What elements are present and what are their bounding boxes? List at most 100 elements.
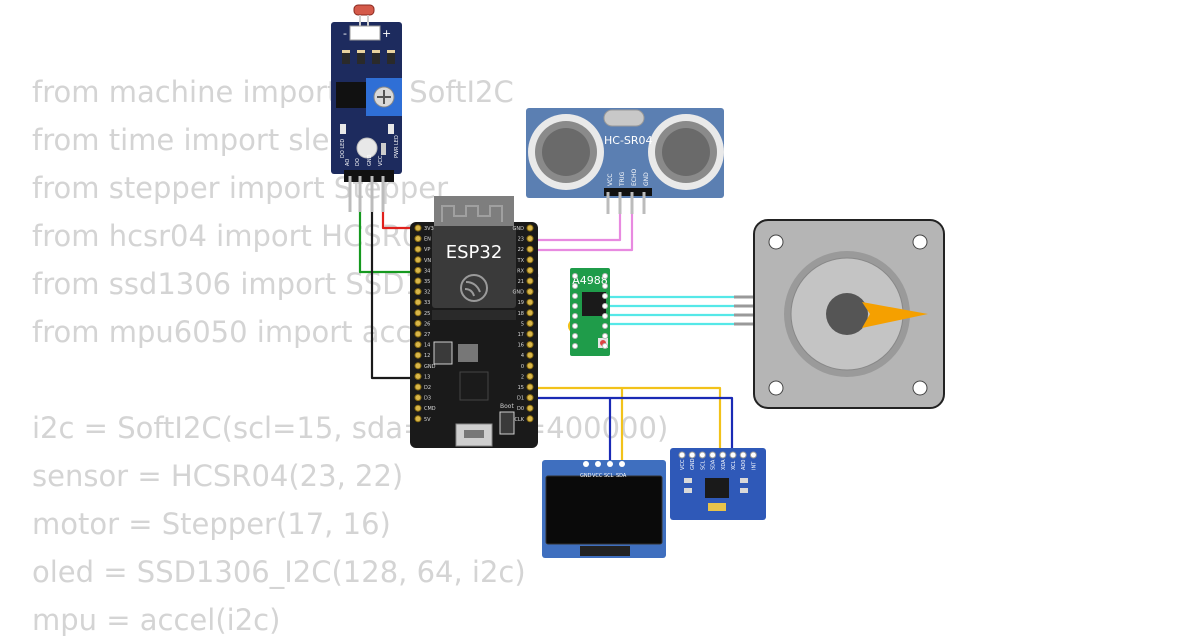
a4988-pin[interactable] — [602, 343, 608, 349]
esp32-pin[interactable] — [414, 224, 422, 232]
a4988-pin[interactable] — [572, 273, 578, 279]
a4988-pin[interactable] — [572, 333, 578, 339]
esp32-pin-label: CMD — [424, 406, 436, 412]
mpu-pin[interactable] — [678, 451, 686, 459]
espressif-logo — [460, 274, 488, 302]
a4988-pin[interactable] — [602, 333, 608, 339]
esp32-pin-label: 33 — [424, 300, 430, 306]
esp32-pin-label: 26 — [424, 321, 430, 327]
oled-pin-sda: SDA — [616, 473, 627, 479]
esp32-pin[interactable] — [414, 341, 422, 349]
esp32-pin-label: GND — [424, 364, 436, 370]
esp32-pin-label: 18 — [518, 311, 524, 317]
a4988-pin[interactable] — [572, 323, 578, 329]
esp32-pin[interactable] — [526, 266, 534, 274]
a4988-pin[interactable] — [572, 283, 578, 289]
esp32-pin[interactable] — [526, 277, 534, 285]
ldr-led-pwr: PWR LED — [394, 135, 400, 158]
esp32-pin[interactable] — [414, 298, 422, 306]
esp32-pin[interactable] — [414, 309, 422, 317]
oled-screen — [545, 475, 663, 545]
a4988-pins-right — [602, 273, 608, 349]
esp32-antenna — [434, 196, 514, 230]
esp32-pin[interactable] — [526, 235, 534, 243]
a4988-driver[interactable]: A4988 — [570, 268, 610, 356]
esp32-pin[interactable] — [526, 224, 534, 232]
esp32-pin[interactable] — [526, 319, 534, 327]
esp32-pin[interactable] — [414, 266, 422, 274]
esp32-pin[interactable] — [414, 383, 422, 391]
esp32-pin[interactable] — [414, 330, 422, 338]
esp32-pin[interactable] — [414, 415, 422, 423]
photoresistor — [353, 4, 375, 16]
led-indicator — [356, 137, 378, 159]
wires-a4988-motor — [608, 295, 738, 326]
wire-ldr-gnd — [370, 180, 418, 380]
esp32-pin[interactable] — [526, 394, 534, 402]
esp32-pin[interactable] — [414, 404, 422, 412]
mpu-pin-label: VCC — [680, 459, 686, 470]
esp32-devkit[interactable]: ESP32 Boot 3V3ENVPVN343532332526271412GN… — [410, 196, 538, 448]
mpu-pin[interactable] — [698, 451, 706, 459]
oled-pin-vcc: VCC — [592, 473, 603, 479]
a4988-pin[interactable] — [572, 343, 578, 349]
esp32-pin[interactable] — [526, 404, 534, 412]
esp32-pin[interactable] — [526, 372, 534, 380]
esp32-pin[interactable] — [526, 415, 534, 423]
esp32-pin[interactable] — [526, 330, 534, 338]
esp32-pin[interactable] — [414, 277, 422, 285]
a4988-pin[interactable] — [602, 273, 608, 279]
mpu-pin[interactable] — [739, 451, 747, 459]
a4988-pin[interactable] — [602, 313, 608, 319]
stepper-motor[interactable] — [734, 219, 945, 409]
esp32-pin[interactable] — [526, 245, 534, 253]
reset-button[interactable] — [433, 341, 453, 365]
esp32-pin[interactable] — [526, 351, 534, 359]
a4988-pin[interactable] — [602, 323, 608, 329]
esp32-pin[interactable] — [414, 372, 422, 380]
crystal — [603, 109, 645, 127]
esp32-pin[interactable] — [526, 288, 534, 296]
esp32-pin[interactable] — [414, 288, 422, 296]
ldr-pin-gnd: GND — [367, 154, 373, 166]
esp32-pin[interactable] — [526, 383, 534, 391]
esp32-pin[interactable] — [414, 235, 422, 243]
esp32-pin[interactable] — [526, 298, 534, 306]
a4988-pin[interactable] — [602, 283, 608, 289]
mpu-pin-label: INT — [751, 461, 757, 470]
esp32-pin-label: 23 — [518, 237, 524, 243]
a4988-pin[interactable] — [572, 313, 578, 319]
a4988-label: A4988 — [572, 274, 608, 287]
esp32-pin[interactable] — [414, 245, 422, 253]
esp32-pin-label: 17 — [518, 332, 524, 338]
esp32-pin[interactable] — [414, 362, 422, 370]
esp32-pin-label: 22 — [518, 247, 524, 253]
mpu-pin[interactable] — [719, 451, 727, 459]
esp32-pin-label: 21 — [518, 279, 524, 285]
mpu-pin[interactable] — [688, 451, 696, 459]
oled-display[interactable]: GND VCC SCL SDA — [542, 460, 666, 558]
a4988-pin[interactable] — [602, 303, 608, 309]
esp32-pin[interactable] — [526, 256, 534, 264]
mpu-pin-label: SCL — [700, 460, 706, 470]
a4988-pin[interactable] — [602, 293, 608, 299]
mpu-pin[interactable] — [749, 451, 757, 459]
esp32-pin[interactable] — [414, 319, 422, 327]
esp32-pin[interactable] — [414, 394, 422, 402]
esp32-pin[interactable] — [414, 256, 422, 264]
mpu-pin[interactable] — [729, 451, 737, 459]
esp32-pin[interactable] — [526, 341, 534, 349]
mpu-pin[interactable] — [709, 451, 717, 459]
a4988-pin[interactable] — [572, 293, 578, 299]
hcsr04-label: HC-SR04 — [604, 134, 653, 147]
esp32-pin[interactable] — [414, 351, 422, 359]
wire-ldr-vcc — [381, 180, 418, 230]
esp32-pin[interactable] — [526, 309, 534, 317]
ldr-module[interactable]: - + AO DO GND VCC DO — [331, 4, 402, 212]
boot-button[interactable] — [499, 411, 515, 435]
a4988-pin[interactable] — [572, 303, 578, 309]
hcsr04-module[interactable]: HC-SR04 VCC TRIG ECHO GND — [526, 108, 724, 214]
esp32-pin-label: D3 — [424, 396, 431, 402]
esp32-pin[interactable] — [526, 362, 534, 370]
